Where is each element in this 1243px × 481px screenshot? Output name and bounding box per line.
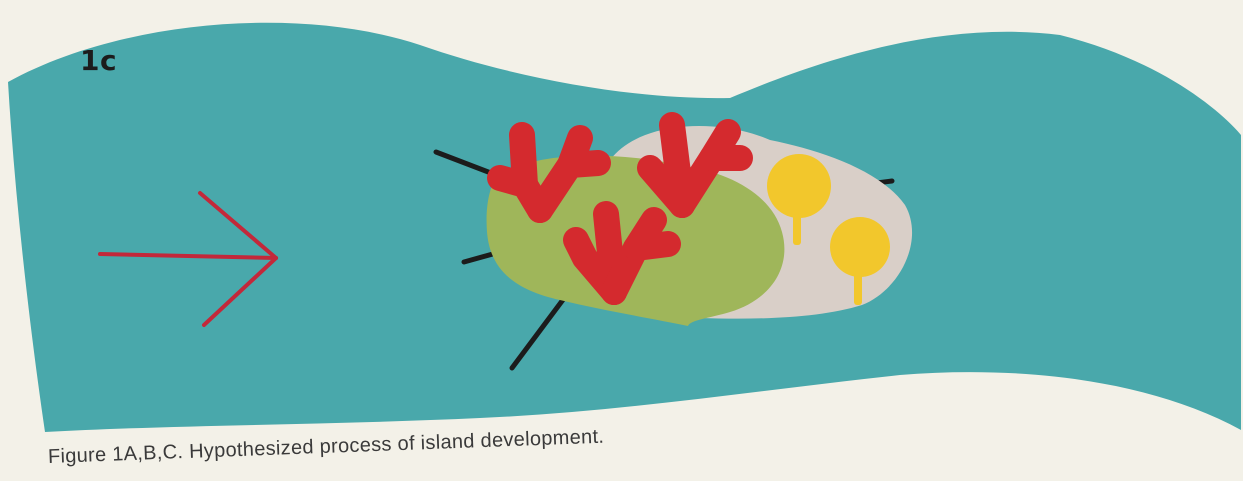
panel-label: 1c xyxy=(80,44,117,77)
